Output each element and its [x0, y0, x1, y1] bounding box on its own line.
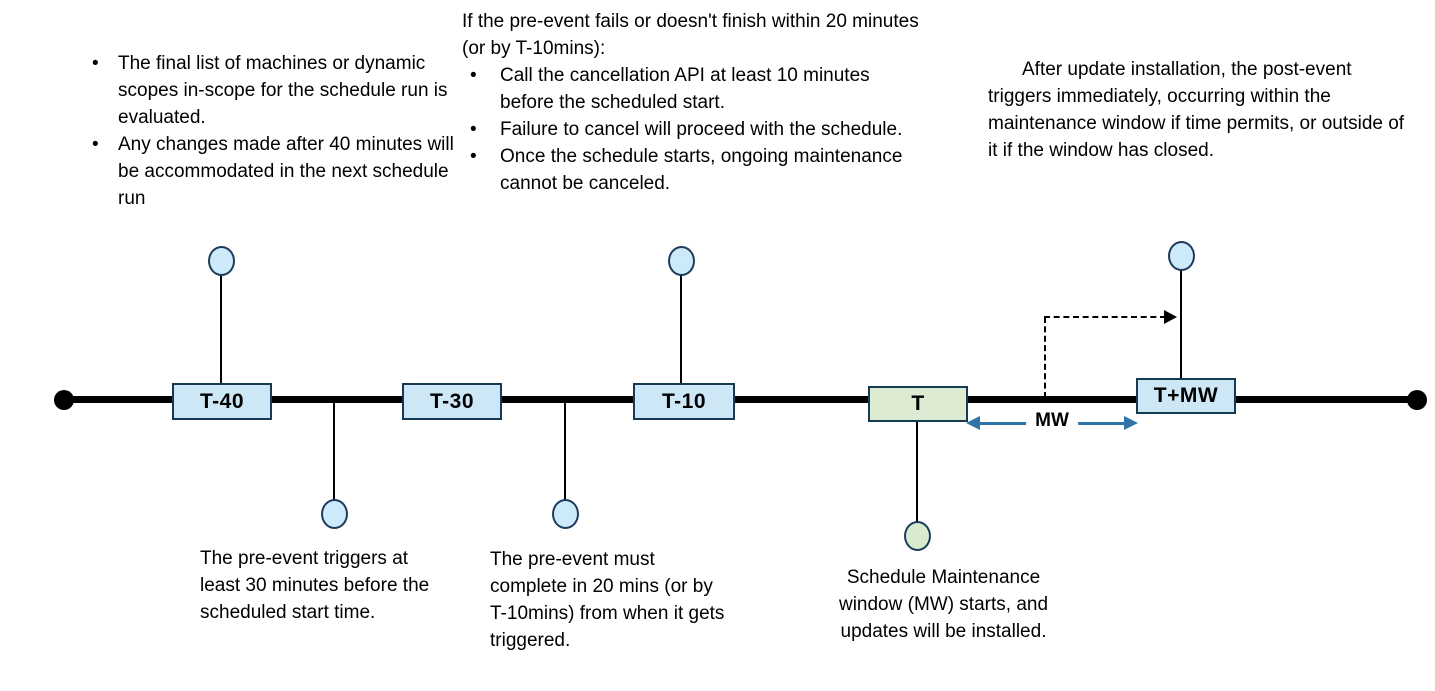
- milestone-box-tmw: T+MW: [1136, 378, 1236, 414]
- mw-arrowhead-right-icon: [1124, 416, 1138, 430]
- milestone-label: T-30: [429, 389, 475, 413]
- note-text: The final list of machines or dynamic sc…: [118, 53, 448, 128]
- dashed-elbow-arrow-horizontal: [1044, 316, 1166, 318]
- note-schedule-evaluation: The final list of machines or dynamic sc…: [85, 50, 454, 212]
- caption-pre-event-trigger: The pre-event triggers at least 30 minut…: [200, 548, 430, 623]
- milestone-box-t10: T-10: [633, 383, 735, 420]
- callout-circle-icon: [668, 246, 695, 276]
- callout-connector-mw-start: [916, 421, 918, 522]
- dashed-arrowhead-icon: [1164, 310, 1177, 324]
- note-text: Failure to cancel will proceed with the …: [500, 119, 903, 140]
- note-item: The final list of machines or dynamic sc…: [85, 50, 461, 131]
- callout-connector-t10: [680, 274, 682, 384]
- mw-arrowhead-left-icon: [966, 416, 980, 430]
- milestone-label: T+MW: [1153, 384, 1219, 407]
- milestone-box-t40: T-40: [172, 383, 272, 420]
- mw-label: MW: [1026, 410, 1078, 432]
- callout-circle-icon: [321, 499, 348, 529]
- mw-span-arrow: MW: [966, 410, 1138, 436]
- note-bullet-list: Call the cancellation API at least 10 mi…: [462, 62, 934, 197]
- dashed-elbow-arrow-vertical: [1044, 317, 1046, 398]
- callout-circle-icon: [1168, 241, 1195, 271]
- milestone-box-t30: T-30: [402, 383, 502, 420]
- milestone-label: T-10: [661, 389, 707, 413]
- note-intro: If the pre-event fails or doesn't finish…: [462, 11, 919, 59]
- callout-circle-green-icon: [904, 521, 931, 551]
- timeline-endpoint-right-dot: [1407, 390, 1427, 410]
- callout-connector-t40: [220, 274, 222, 384]
- timeline-bar: [64, 396, 1417, 403]
- milestone-label: T-40: [199, 389, 245, 413]
- note-item: Once the schedule starts, ongoing mainte…: [462, 143, 924, 197]
- callout-connector-pre-event-trigger: [333, 402, 335, 500]
- note-text: Any changes made after 40 minutes will b…: [118, 134, 454, 209]
- note-pre-event-failure: If the pre-event fails or doesn't finish…: [462, 8, 934, 197]
- callout-circle-icon: [208, 246, 235, 276]
- note-item: Call the cancellation API at least 10 mi…: [462, 62, 924, 116]
- note-item: Any changes made after 40 minutes will b…: [85, 131, 463, 212]
- callout-connector-tmw: [1180, 269, 1182, 379]
- timeline-endpoint-left-dot: [54, 390, 74, 410]
- note-text: Call the cancellation API at least 10 mi…: [500, 65, 870, 113]
- note-item: Failure to cancel will proceed with the …: [462, 116, 924, 143]
- milestone-box-t: T: [868, 386, 968, 422]
- milestone-label: T: [911, 392, 925, 415]
- caption-mw-start: Schedule Maintenance window (MW) starts,…: [838, 567, 1049, 642]
- callout-circle-icon: [552, 499, 579, 529]
- callout-connector-pre-event-complete: [564, 402, 566, 500]
- caption-pre-event-complete: The pre-event must complete in 20 mins (…: [490, 549, 725, 651]
- note-post-event: After update installation, the post-even…: [988, 59, 1405, 161]
- note-text: Once the schedule starts, ongoing mainte…: [500, 146, 903, 194]
